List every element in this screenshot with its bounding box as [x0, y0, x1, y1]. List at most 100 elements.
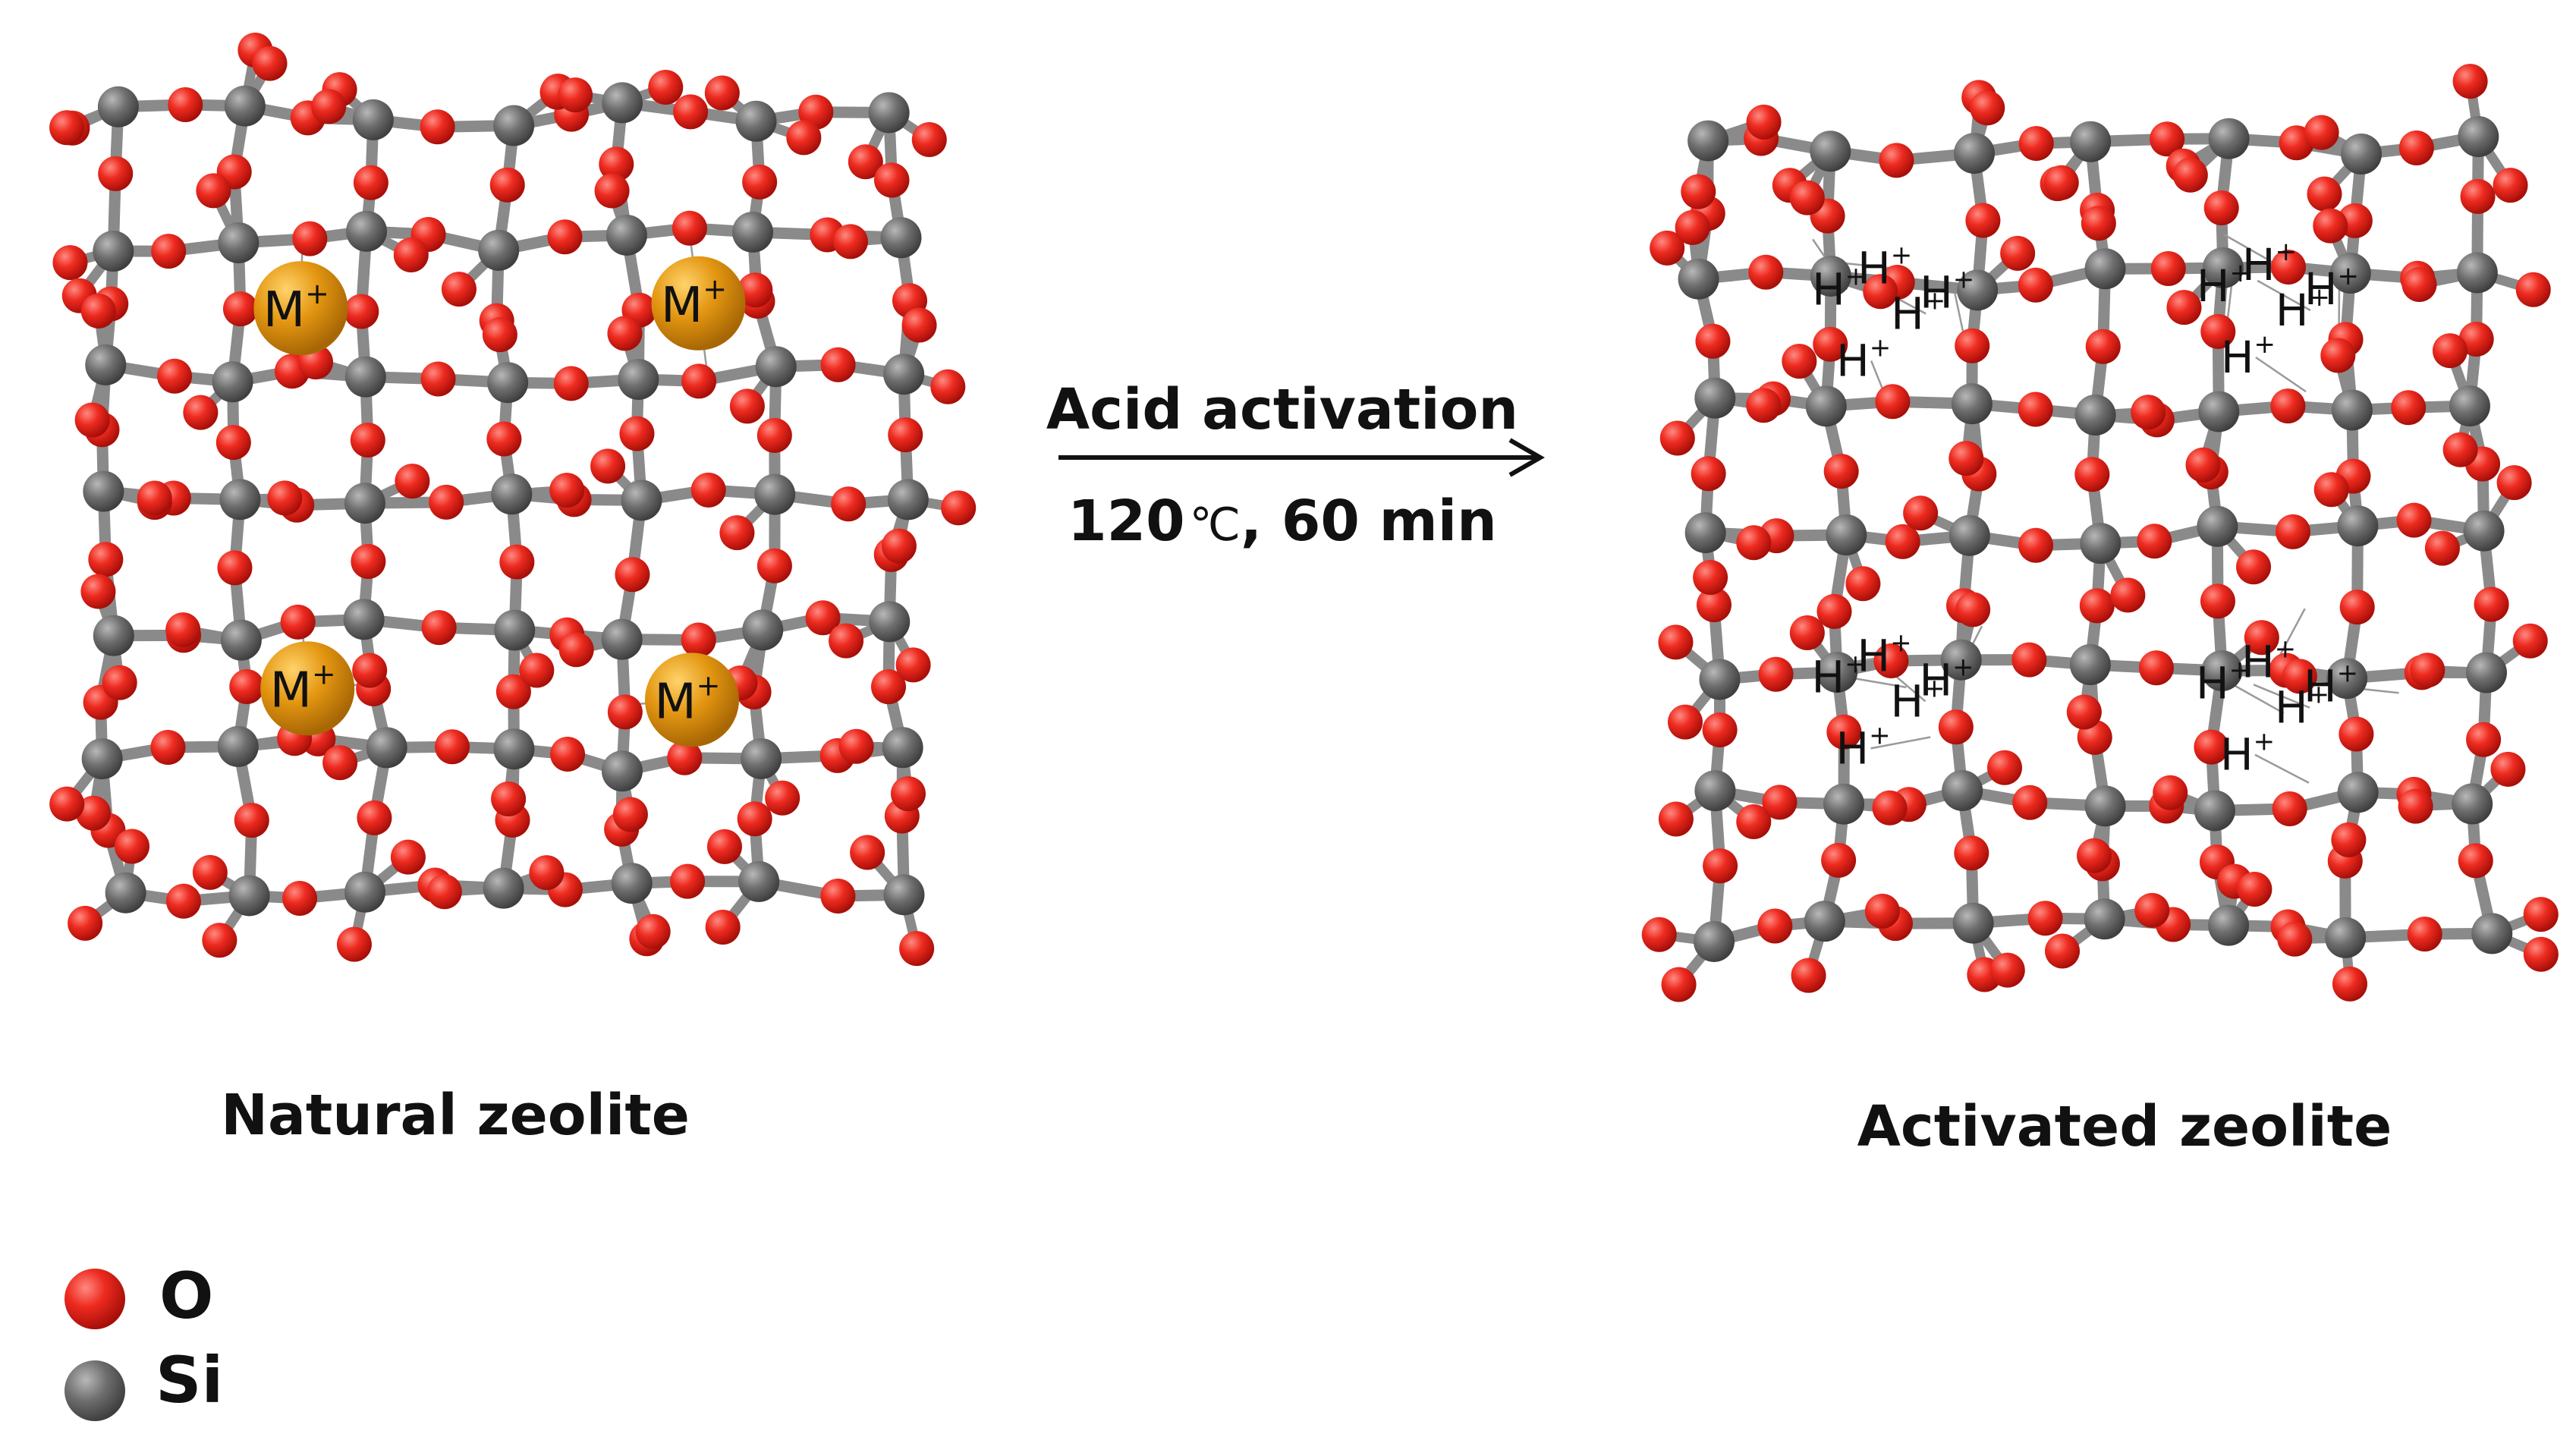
proton-label: H+ — [1857, 240, 1912, 294]
silicon-atom — [83, 470, 124, 512]
oxygen-atom — [1965, 203, 2001, 238]
oxygen-atom — [2304, 115, 2339, 150]
oxygen-atom — [2432, 333, 2467, 369]
legend: O Si — [64, 1259, 223, 1421]
oxygen-atom — [196, 173, 231, 209]
oxygen-atom — [738, 272, 773, 308]
oxygen-atom — [2398, 130, 2434, 165]
oxygen-atom — [2027, 901, 2063, 936]
silicon-atom — [344, 871, 385, 913]
cation-sites: M+M+M+M+ — [253, 256, 746, 747]
oxygen-atom — [820, 879, 856, 914]
oxygen-atom — [420, 361, 456, 397]
oxygen-atom — [1791, 958, 1826, 993]
oxygen-atom — [137, 480, 172, 516]
oxygen-atom — [2077, 838, 2112, 873]
oxygen-atom — [88, 542, 124, 577]
silicon-atom — [493, 728, 535, 770]
silicon-atom — [224, 85, 266, 127]
silicon-atom — [2456, 252, 2498, 294]
silicon-atom — [212, 361, 253, 403]
oxygen-atom — [2332, 966, 2367, 1002]
oxygen-atom — [1823, 454, 1859, 489]
oxygen-atom — [888, 417, 923, 453]
oxygen-atom — [151, 234, 187, 269]
oxygen-atom — [690, 472, 726, 508]
oxygen-atom — [2138, 650, 2174, 686]
oxygen-atom — [74, 402, 110, 438]
oxygen-atom — [756, 548, 792, 583]
oxygen-atom — [2493, 168, 2528, 203]
activated-zeolite-caption: Activated zeolite — [1857, 1094, 2392, 1159]
oxygen-atom — [2150, 121, 2185, 157]
oxygen-atom — [1703, 848, 1738, 884]
oxygen-atom — [1696, 587, 1731, 623]
oxygen-atom — [280, 604, 316, 640]
silicon-atom — [868, 92, 910, 134]
silicon-atom — [491, 473, 533, 515]
oxygen-atom — [2018, 267, 2053, 303]
oxygen-atom — [1864, 893, 1900, 929]
silicon-atom — [494, 609, 536, 651]
oxygen-atom — [838, 728, 874, 764]
silicon-atom — [2070, 121, 2112, 162]
oxygen-atom — [737, 801, 772, 837]
framework-atoms — [1641, 64, 2559, 1002]
oxygen-atom — [2442, 432, 2478, 467]
oxygen-atom — [2458, 322, 2494, 357]
silicon-atom — [93, 615, 134, 656]
proton-label: H+ — [1920, 264, 1974, 318]
oxygen-atom — [1757, 908, 1793, 944]
oxygen-atom — [168, 86, 203, 122]
oxygen-atom — [1873, 643, 1909, 679]
silicon-atom — [2449, 385, 2490, 427]
oxygen-atom — [80, 293, 116, 329]
proton-label: H+ — [1890, 673, 1945, 727]
oxygen-atom — [2018, 126, 2054, 162]
silicon-atom — [346, 210, 388, 252]
silicon-atom — [601, 618, 643, 660]
oxygen-atom — [2313, 472, 2349, 508]
oxygen-atom — [619, 416, 655, 451]
duration-text: , 60 min — [1241, 489, 1497, 554]
oxygen-atom — [550, 737, 586, 772]
oxygen-atom — [635, 914, 671, 949]
silicon-atom — [738, 860, 780, 902]
temperature-value: 120 — [1068, 489, 1184, 554]
oxygen-atom — [756, 417, 792, 453]
oxygen-atom — [2339, 716, 2374, 752]
silicon-atom — [1826, 514, 1867, 556]
proton-label: H+ — [2275, 680, 2329, 734]
silicon-atom — [1952, 902, 1994, 944]
oxygen-atom — [2081, 206, 2116, 241]
oxygen-atom — [594, 173, 630, 209]
oxygen-atom — [2407, 917, 2442, 952]
oxygen-atom — [2512, 623, 2548, 659]
oxygen-atom — [2270, 249, 2306, 285]
oxygen-atom — [553, 366, 589, 401]
silicon-atom — [1687, 120, 1729, 162]
arrow-head — [1508, 438, 1546, 477]
proton-line — [2223, 234, 2278, 266]
oxygen-atom — [615, 557, 650, 593]
oxygen-atom — [519, 653, 555, 688]
oxygen-atom — [234, 803, 269, 838]
oxygen-atom — [2313, 208, 2348, 244]
silicon-atom — [2208, 904, 2250, 946]
proton-label: H+ — [1836, 332, 1891, 386]
oxygen-atom — [2396, 502, 2432, 538]
silicon-atom — [2198, 391, 2240, 432]
oxygen-atom — [165, 883, 201, 919]
oxygen-atom — [1789, 615, 1825, 651]
oxygen-atom — [157, 358, 193, 394]
oxygen-atom — [292, 221, 328, 256]
oxygen-atom — [217, 550, 253, 586]
oxygen-atom — [1938, 709, 1974, 745]
silicon-atom — [1951, 383, 1993, 425]
silicon-atom — [1953, 133, 1995, 175]
oxygen-atom — [848, 144, 883, 180]
silicon-atom — [1693, 920, 1735, 962]
oxygen-atom — [68, 905, 103, 941]
oxygen-atom — [2474, 586, 2509, 622]
silicon-atom — [621, 480, 662, 521]
